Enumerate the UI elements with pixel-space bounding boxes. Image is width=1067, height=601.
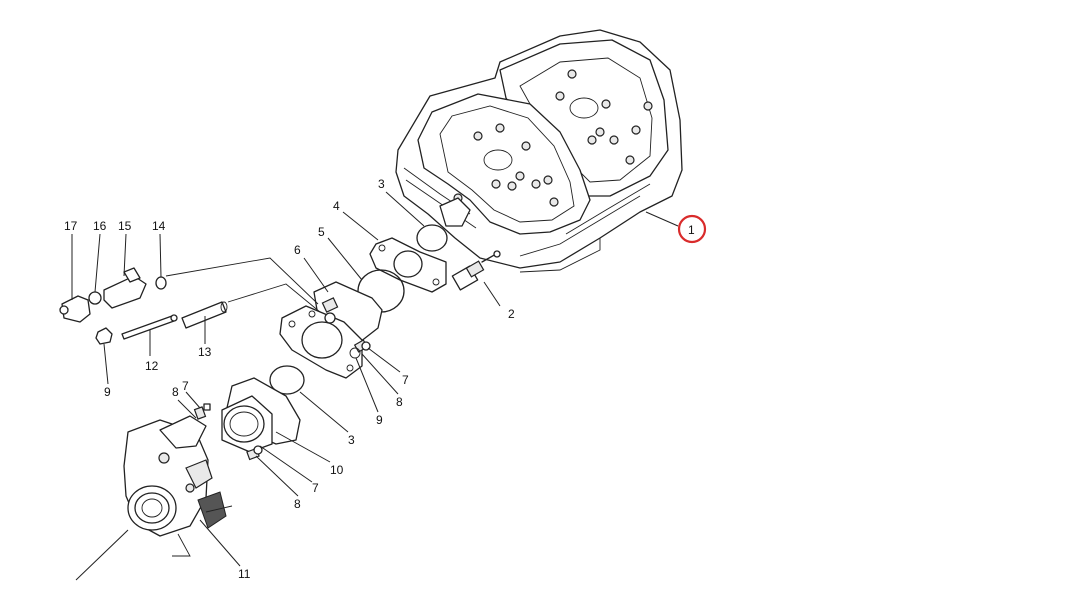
leader-lines <box>71 191 679 567</box>
o-ring-upper <box>416 224 448 252</box>
gasket <box>369 237 447 293</box>
callout-7-adapter: 7 <box>312 481 319 495</box>
callout-8-manifold: 8 <box>396 395 403 409</box>
throttle-body <box>75 415 233 581</box>
callout-7-throttle: 7 <box>182 379 189 393</box>
callout-8-throttle: 8 <box>172 385 179 399</box>
callout-17: 17 <box>64 219 78 233</box>
callout-9-upper: 9 <box>104 385 111 399</box>
callout-12: 12 <box>145 359 159 373</box>
callout-8-adapter: 8 <box>294 497 301 511</box>
callout-11: 11 <box>238 567 251 581</box>
temperature-sensor <box>451 250 501 291</box>
callout-6: 6 <box>294 243 301 257</box>
callout-16: 16 <box>93 219 107 233</box>
throttle-body-adapter <box>221 377 301 453</box>
callout-3-lower: 3 <box>348 433 355 447</box>
callout-9-lower: 9 <box>376 413 383 427</box>
callout-4: 4 <box>333 199 340 213</box>
callout-14: 14 <box>152 219 166 233</box>
cylinder-head <box>395 29 683 273</box>
callout-2: 2 <box>508 307 515 321</box>
head-bolt-holes <box>453 69 653 207</box>
callout-1: 1 <box>688 223 695 237</box>
callout-10: 10 <box>330 463 344 477</box>
injector-assembly <box>59 257 321 345</box>
intake-manifold <box>279 281 383 379</box>
o-ring-lower <box>269 365 305 395</box>
callout-7-manifold: 7 <box>402 373 409 387</box>
callout-labels: 17 16 15 14 12 13 9 6 5 4 3 2 1 7 8 9 3 … <box>64 177 695 581</box>
callout-5: 5 <box>318 225 325 239</box>
callout-13: 13 <box>198 345 212 359</box>
callout-3-upper: 3 <box>378 177 385 191</box>
highlight-circle <box>677 214 707 244</box>
callout-15: 15 <box>118 219 132 233</box>
